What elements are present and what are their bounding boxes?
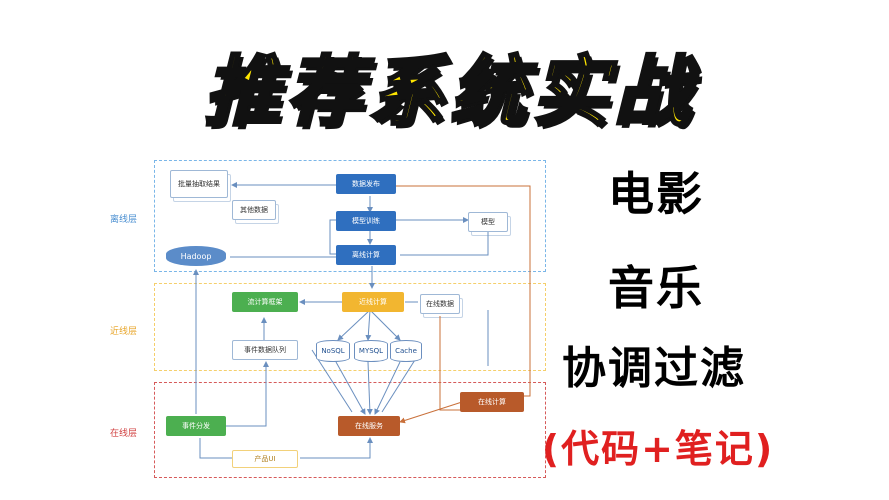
event-queue-node: 事件数据队列 bbox=[232, 340, 298, 360]
nearline-compute-node: 近线计算 bbox=[342, 292, 404, 312]
stream-framework-node: 流计算框架 bbox=[232, 292, 298, 312]
nearline-layer-frame bbox=[154, 283, 546, 371]
main-title: 推荐系统实战 bbox=[203, 46, 696, 138]
hadoop-storage: Hadoop bbox=[166, 246, 226, 266]
online-compute-node: 在线计算 bbox=[460, 392, 524, 412]
model-training-node: 模型训练 bbox=[336, 211, 396, 231]
model-doc: 模型 bbox=[468, 212, 511, 236]
offline-layer-frame bbox=[154, 160, 546, 272]
data-publish-node: 数据发布 bbox=[336, 174, 396, 194]
batch-results-doc: 批量抽取结果 bbox=[170, 170, 231, 202]
event-dispatch-node: 事件分发 bbox=[166, 416, 226, 436]
online-data-doc: 在线数据 bbox=[420, 294, 463, 318]
tag-movie: 电影 bbox=[608, 167, 704, 221]
cache-store: Cache bbox=[390, 340, 422, 362]
offline-layer-label: 离线层 bbox=[110, 215, 138, 225]
offline-compute-node: 离线计算 bbox=[336, 245, 396, 265]
online-layer-frame bbox=[154, 382, 546, 478]
online-service-node: 在线服务 bbox=[338, 416, 400, 436]
other-data-doc: 其他数据 bbox=[232, 200, 279, 224]
tag-code-notes: (代码+笔记) bbox=[541, 427, 775, 471]
nosql-store: NoSQL bbox=[316, 340, 350, 362]
tag-music: 音乐 bbox=[608, 261, 704, 315]
online-layer-label: 在线层 bbox=[110, 429, 138, 439]
product-ui-node: 产品UI bbox=[232, 450, 298, 468]
mysql-store: MYSQL bbox=[354, 340, 388, 362]
nearline-layer-label: 近线层 bbox=[110, 327, 138, 337]
tag-collaborative-filtering: 协调过滤 bbox=[562, 343, 746, 394]
